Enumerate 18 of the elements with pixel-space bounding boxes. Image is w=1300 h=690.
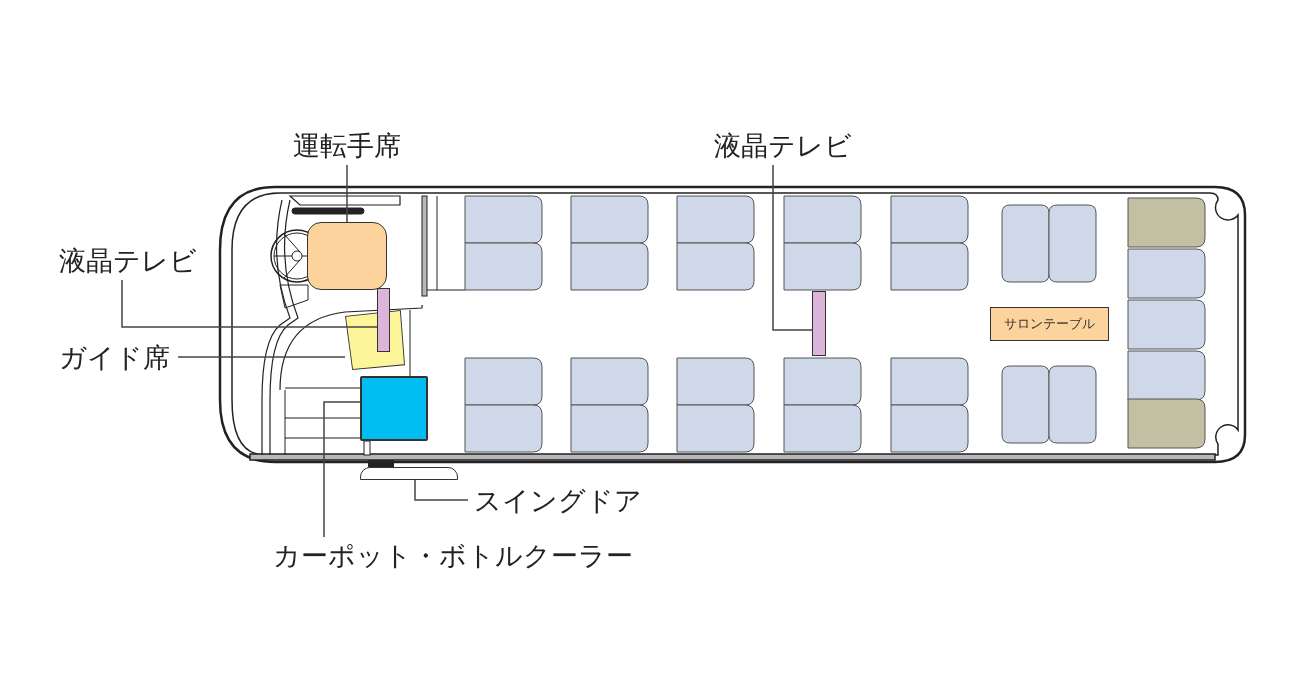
leader-line (772, 164, 813, 331)
leader-line (121, 279, 378, 328)
callout-label: 運転手席 (282, 127, 412, 165)
leader-line (177, 356, 346, 358)
callout-label: 液晶テレビ (700, 127, 865, 165)
callout-label: スイングドア (468, 482, 648, 520)
table-box: サロンテーブル (990, 307, 1109, 341)
leader-line (323, 401, 361, 538)
callout-label: 液晶テレビ (50, 242, 205, 280)
swing-door (360, 467, 458, 480)
driver-seat (307, 222, 387, 290)
tv-screen (377, 288, 390, 352)
callout-label: カーポット・ボトルクーラー (255, 537, 650, 575)
leader-line (346, 164, 348, 223)
callout-label: ガイド席 (50, 339, 178, 377)
tv-screen (812, 291, 826, 356)
cooler-unit (360, 376, 428, 441)
leader-line (414, 479, 469, 501)
